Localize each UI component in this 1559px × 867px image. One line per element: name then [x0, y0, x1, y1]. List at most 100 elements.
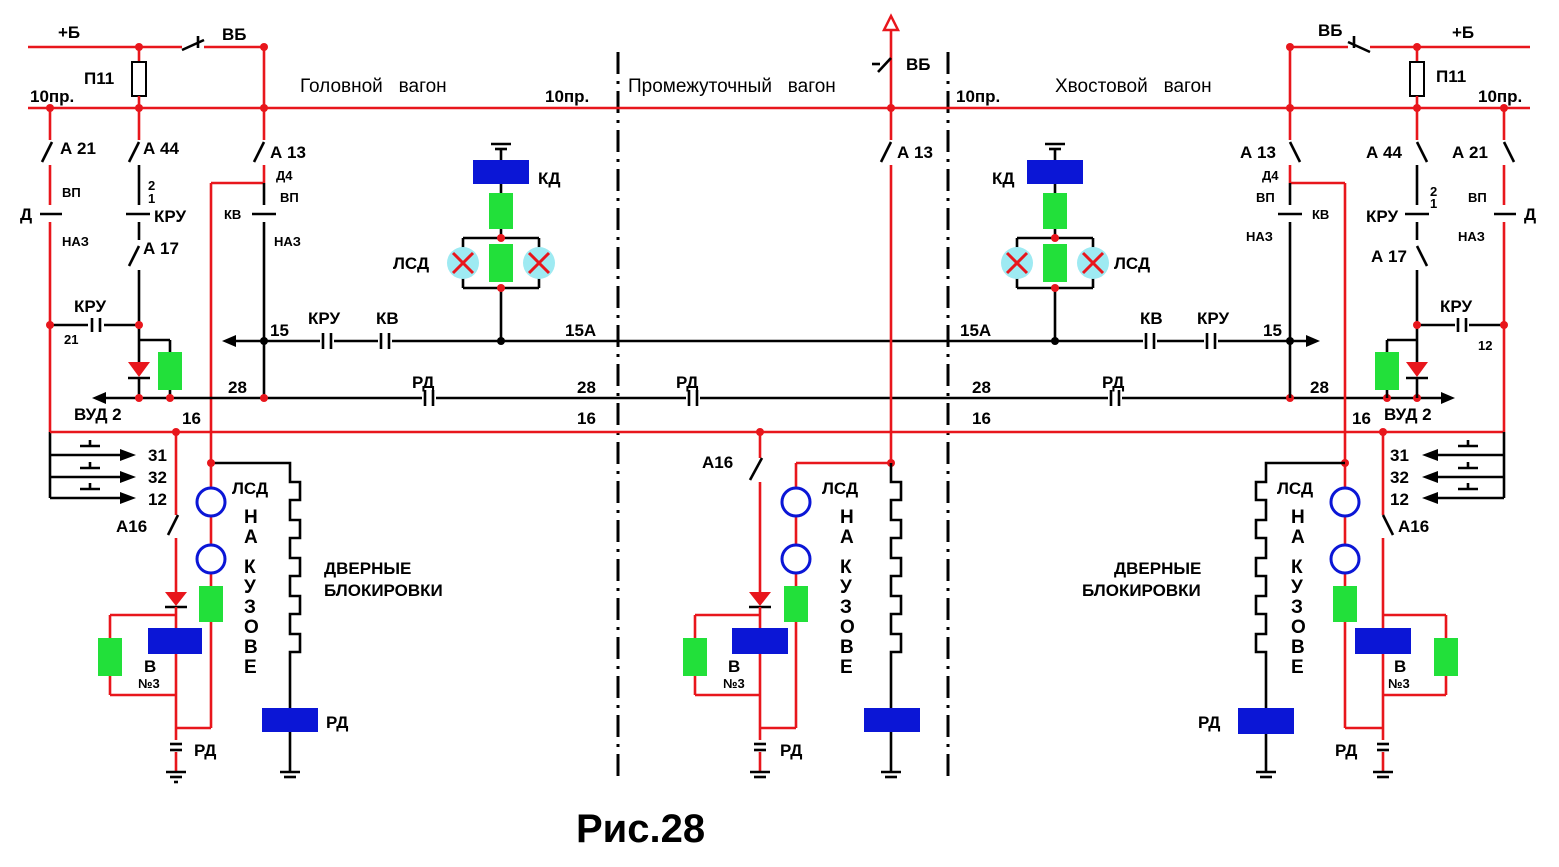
wagon-middle-title: Промежуточный вагон [628, 76, 836, 97]
contact-1-left: 1 [148, 191, 155, 206]
contact-2-left: 2 [148, 178, 155, 193]
kv-wire15-left: КВ [376, 309, 399, 328]
rd-middle-contact: РД [780, 741, 802, 760]
v-left: В [144, 657, 156, 676]
wire-15a-left: 15А [565, 321, 596, 340]
wire-12-right: 12 [1390, 490, 1409, 509]
figure-caption: Рис.28 [576, 807, 705, 851]
kru-right-mid: КРУ [1440, 297, 1472, 316]
rd-left-contact: РД [194, 741, 216, 760]
pr10-right: 10пр. [1478, 87, 1522, 106]
tail-wagon-circuit [1238, 108, 1516, 779]
a13-middle: А 13 [897, 143, 933, 162]
lsd-body-right: ЛСД [1277, 479, 1313, 498]
wire-28-2: 28 [577, 378, 596, 397]
contact-1-right: 1 [1430, 196, 1437, 211]
wagon-tail-title: Хвостовой вагон [1055, 76, 1212, 97]
naz-left-2: НАЗ [274, 234, 301, 249]
contact-12-right: 12 [1478, 338, 1492, 353]
rd-wire28-2: РД [676, 373, 698, 392]
p11-left: П11 [84, 69, 114, 88]
vud2-left: ВУД 2 [74, 405, 122, 424]
pr10-left: 10пр. [30, 87, 74, 106]
wire-16-4: 16 [1352, 409, 1371, 428]
naz-right-2: НАЗ [1458, 229, 1485, 244]
vp-left-1: ВП [62, 185, 81, 200]
kv-left-top: КВ [224, 207, 241, 222]
middle-wagon-circuit [683, 141, 920, 779]
a16-middle: А16 [702, 453, 733, 472]
vp-right-2: ВП [1468, 190, 1487, 205]
d-left: Д [20, 205, 32, 224]
wire-15-left: 15 [270, 321, 289, 340]
control-wires [50, 333, 1504, 434]
a16-left: А16 [116, 517, 147, 536]
a44-left: А 44 [143, 139, 179, 158]
naz-right-1: НАЗ [1246, 229, 1273, 244]
n3-right: №3 [1388, 676, 1410, 691]
contact-2-right: 2 [1430, 184, 1437, 199]
wire-16-1: 16 [182, 409, 201, 428]
n3-middle: №3 [723, 676, 745, 691]
vp-left-2: ВП [280, 190, 299, 205]
wire-31-left: 31 [148, 446, 167, 465]
vb-left: ВБ [222, 25, 247, 44]
rd-right-coil: РД [1198, 713, 1220, 732]
lsd-body-left: ЛСД [232, 479, 268, 498]
plus-b-left: +Б [58, 23, 80, 42]
a21-right: А 21 [1452, 143, 1488, 162]
door-interlock-right-2: БЛОКИРОВКИ [1082, 581, 1201, 600]
rd-right-contact: РД [1335, 741, 1357, 760]
lsd-body-middle: ЛСД [822, 479, 858, 498]
kd-lsd-right [1001, 142, 1109, 341]
rd-wire28-1: РД [412, 373, 434, 392]
vb-right: ВБ [1318, 21, 1343, 40]
kv-right-top: КВ [1312, 207, 1329, 222]
wire-31-right: 31 [1390, 446, 1409, 465]
d4-right: Д4 [1262, 168, 1279, 183]
a13-left: А 13 [270, 143, 306, 162]
contact-21-left: 21 [64, 332, 78, 347]
v-middle: В [728, 657, 740, 676]
door-interlock-right-1: ДВЕРНЫЕ [1114, 559, 1201, 578]
wire-28-4: 28 [1310, 378, 1329, 397]
d4-left: Д4 [276, 168, 293, 183]
kv-wire15-right: КВ [1140, 309, 1163, 328]
v-right: В [1394, 657, 1406, 676]
kru-right-top: КРУ [1366, 207, 1398, 226]
a21-left: А 21 [60, 139, 96, 158]
kru-wire15-left: КРУ [308, 309, 340, 328]
head-wagon-circuit [40, 108, 318, 784]
wire-32-left: 32 [148, 468, 167, 487]
kru-left-mid: КРУ [74, 297, 106, 316]
wire-15-right: 15 [1263, 321, 1282, 340]
lsd-tail-lamps: ЛСД [1114, 254, 1150, 273]
a17-left: А 17 [143, 239, 179, 258]
wire-12-left: 12 [148, 490, 167, 509]
kru-wire15-right: КРУ [1197, 309, 1229, 328]
lsd-head-lamps: ЛСД [393, 254, 429, 273]
door-interlock-left-2: БЛОКИРОВКИ [324, 581, 443, 600]
a44-right: А 44 [1366, 143, 1402, 162]
n3-left: №3 [138, 676, 160, 691]
wire-28-3: 28 [972, 378, 991, 397]
wire-16-2: 16 [577, 409, 596, 428]
d-right: Д [1524, 205, 1536, 224]
pr10-mid-right: 10пр. [956, 87, 1000, 106]
kru-left-top: КРУ [154, 207, 186, 226]
wire-16-3: 16 [972, 409, 991, 428]
kd-lsd-left [447, 142, 555, 341]
rd-wire28-3: РД [1102, 373, 1124, 392]
p11-right: П11 [1436, 67, 1466, 86]
a13-right: А 13 [1240, 143, 1276, 162]
rd-left-coil: РД [326, 713, 348, 732]
plus-b-right: +Б [1452, 23, 1474, 42]
wire-28-1: 28 [228, 378, 247, 397]
vp-right-1: ВП [1256, 190, 1275, 205]
